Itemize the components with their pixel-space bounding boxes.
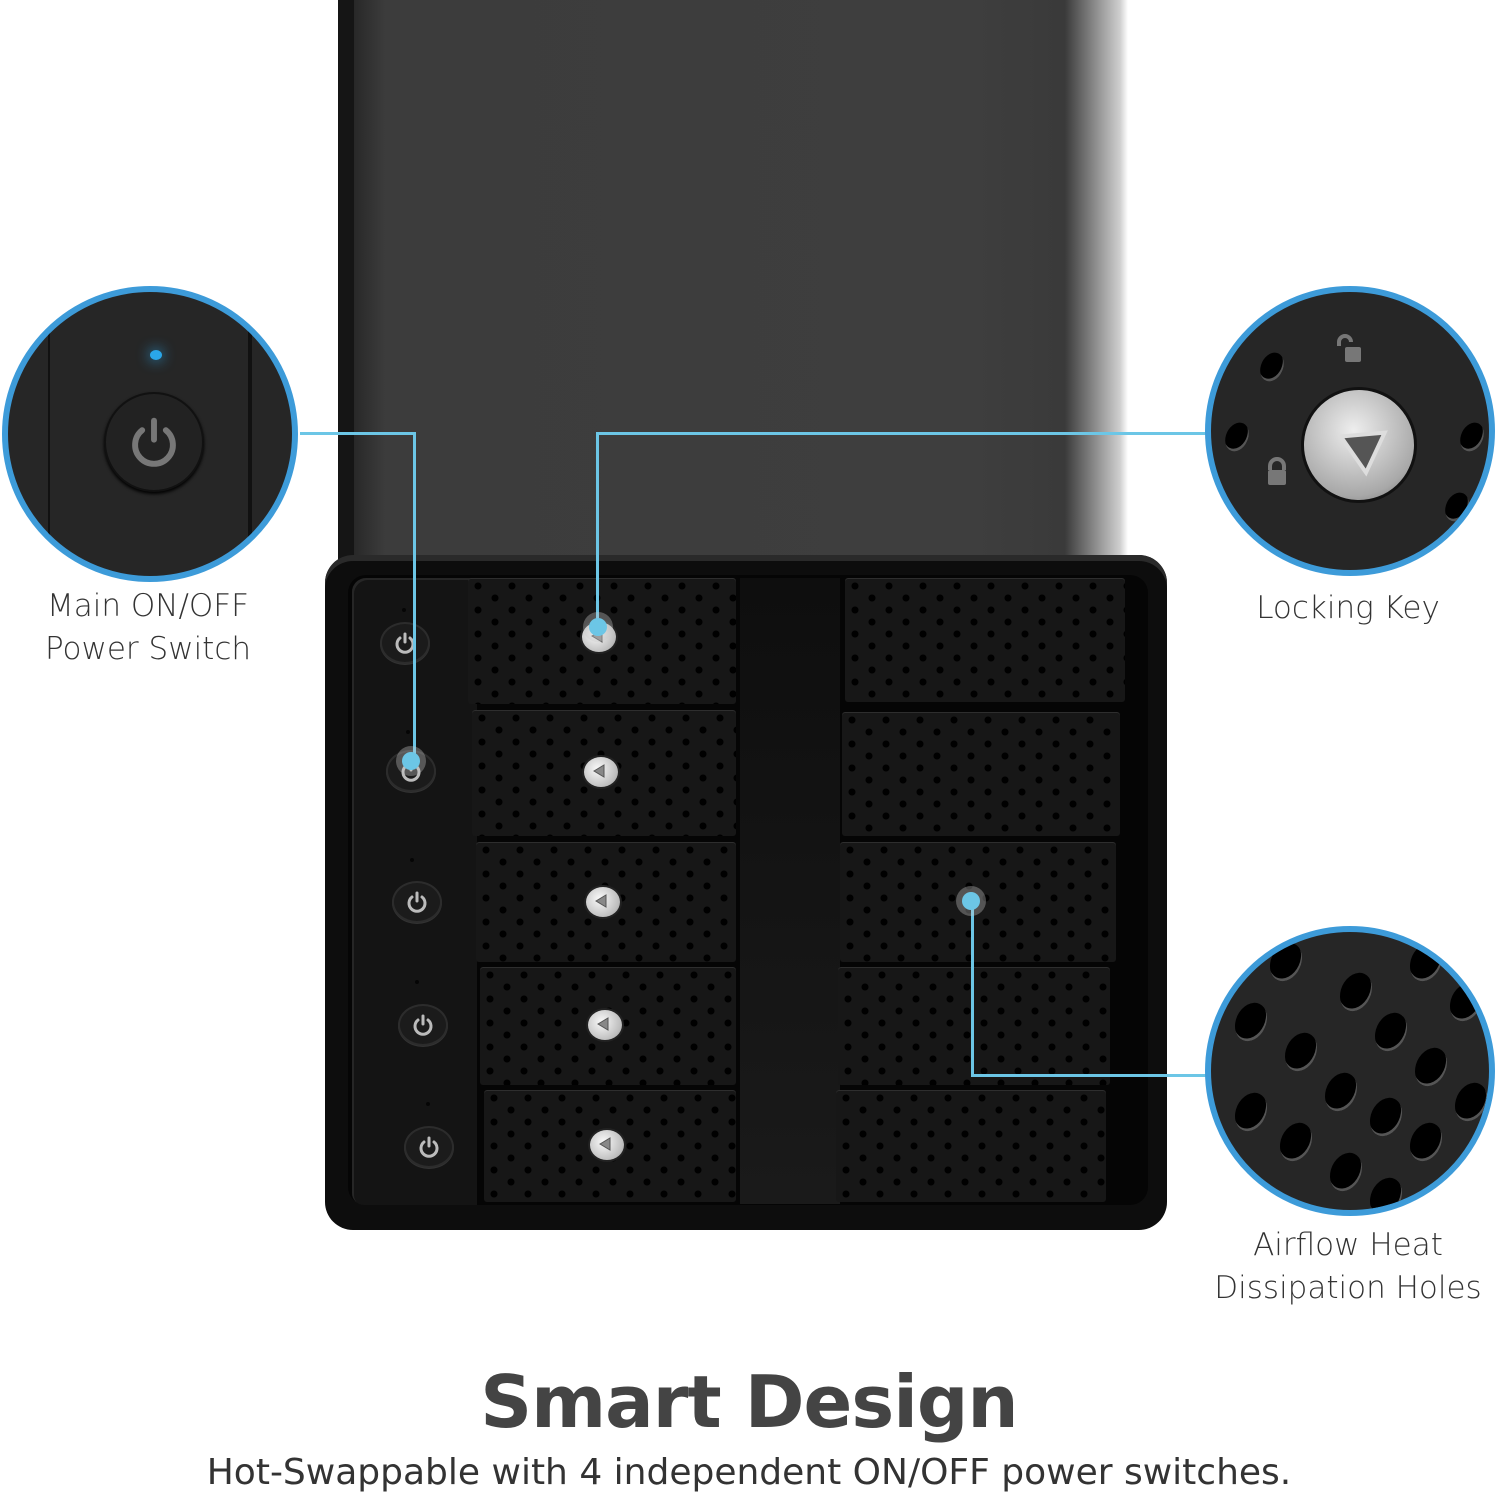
drive-bay-right-4[interactable]: [838, 967, 1110, 1085]
bay-power-button-2[interactable]: [392, 881, 442, 923]
zoom-circle-locking-key: [1205, 286, 1495, 576]
vent-hole: [1363, 1172, 1409, 1210]
bay-divider: [740, 578, 840, 1204]
label-line: Main ON/OFF: [47, 588, 249, 624]
bay-lock-5[interactable]: [588, 1128, 626, 1162]
drive-bay-right-5[interactable]: [836, 1090, 1106, 1202]
key-slot-icon: [593, 764, 605, 778]
key-slot-icon: [597, 1017, 609, 1031]
status-led: [406, 730, 410, 734]
callout-line-power-v: [413, 432, 416, 762]
zoom-circle-airflow-holes: [1205, 926, 1495, 1216]
vent-hole: [1443, 977, 1489, 1027]
power-icon: [413, 1014, 433, 1036]
bay-lock-3[interactable]: [584, 885, 622, 919]
power-icon: [407, 891, 427, 913]
vent-hole: [1273, 1117, 1319, 1167]
enclosure-edge-shade: [338, 0, 354, 560]
status-led: [402, 608, 406, 612]
power-icon: [419, 1136, 439, 1158]
power-icon: [395, 632, 415, 654]
vent-hole: [1228, 1087, 1274, 1137]
label-power-switch: Main ON/OFF Power Switch: [0, 585, 296, 671]
label-locking-key: Locking Key: [1256, 590, 1440, 626]
unlock-icon: [1337, 334, 1361, 362]
vent-hole: [1255, 348, 1289, 386]
vent-hole: [1368, 1007, 1414, 1057]
vent-hole: [1333, 967, 1379, 1017]
callout-line-airflow-h: [971, 1074, 1209, 1077]
label-line: Airflow Heat: [1253, 1227, 1443, 1263]
label-line: Dissipation Holes: [1214, 1270, 1482, 1306]
status-led: [415, 980, 419, 984]
vent-hole: [1455, 418, 1489, 456]
callout-dot-power: [402, 752, 420, 770]
zoom-circle-power-switch: [2, 286, 298, 582]
vent-hole: [1403, 937, 1449, 987]
callout-line-lock-v: [596, 432, 599, 628]
key-slot-icon: [595, 894, 607, 908]
main-power-button[interactable]: [380, 622, 430, 664]
panel-edge: [48, 292, 50, 576]
callout-dot-lock: [589, 618, 607, 636]
vent-hole: [1408, 1042, 1454, 1092]
power-icon: [132, 417, 176, 467]
callout-dot-airflow: [962, 892, 980, 910]
power-button-closeup: [104, 392, 204, 492]
vent-hole: [1403, 1117, 1449, 1167]
drive-bay-left-2[interactable]: [472, 710, 736, 836]
vent-hole: [1228, 997, 1274, 1047]
vent-hole: [1323, 1147, 1369, 1197]
label-line: Power Switch: [44, 631, 252, 667]
vent-hole: [1278, 1027, 1324, 1077]
key-cylinder: [1281, 367, 1437, 523]
vent-hole: [1220, 418, 1254, 456]
bay-lock-4[interactable]: [586, 1008, 624, 1042]
status-led: [410, 858, 414, 862]
key-slot-icon: [599, 1137, 611, 1151]
enclosure-top: [338, 0, 1128, 560]
vent-hole: [1263, 937, 1309, 987]
headline-title: Smart Design: [480, 1360, 1018, 1444]
power-switch-panel: [352, 578, 479, 1205]
key-slot-icon: [1337, 430, 1388, 477]
vent-hole: [1363, 1092, 1409, 1142]
lock-icon: [1268, 457, 1286, 485]
vent-hole: [1318, 1067, 1364, 1117]
vent-hole: [1440, 488, 1474, 526]
bay-power-button-4[interactable]: [404, 1126, 454, 1168]
callout-line-power-h: [300, 432, 416, 435]
drive-bay-left-1[interactable]: [468, 578, 736, 704]
vent-hole: [1448, 1077, 1489, 1127]
headline-subtitle: Hot-Swappable with 4 independent ON/OFF …: [206, 1452, 1292, 1493]
callout-line-lock-h: [596, 432, 1208, 435]
drive-bay-right-2[interactable]: [842, 712, 1120, 836]
status-led: [426, 1102, 430, 1106]
callout-line-airflow-v: [971, 900, 974, 1076]
bay-lock-2[interactable]: [582, 755, 620, 789]
drive-bay-left-4[interactable]: [480, 967, 736, 1085]
label-airflow-holes: Airflow Heat Dissipation Holes: [1200, 1224, 1496, 1310]
bay-power-button-3[interactable]: [398, 1004, 448, 1046]
panel-edge: [248, 292, 252, 576]
drive-bay-right-1[interactable]: [845, 578, 1125, 702]
blue-led-icon: [150, 350, 162, 360]
